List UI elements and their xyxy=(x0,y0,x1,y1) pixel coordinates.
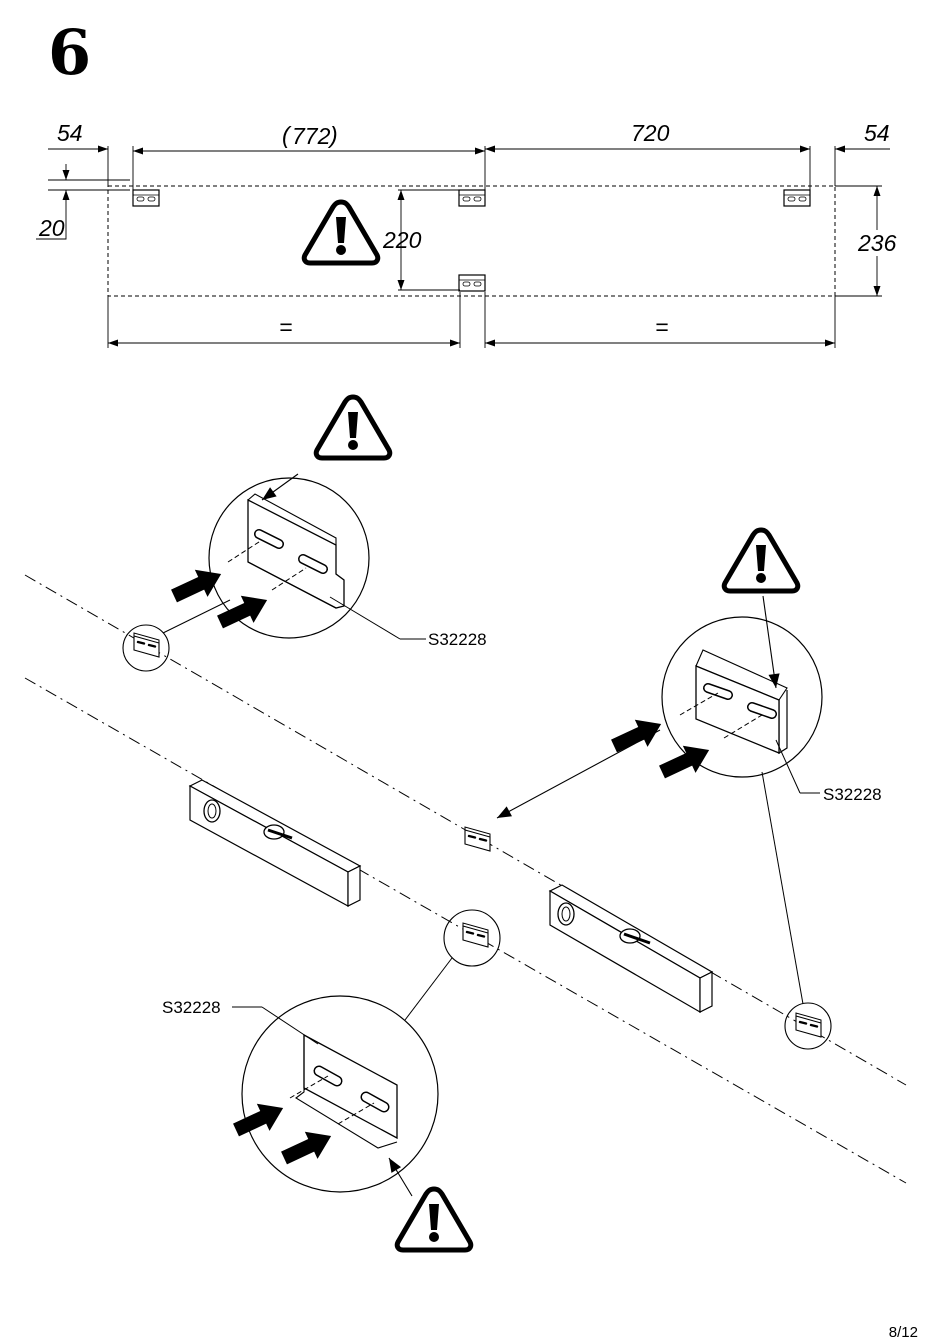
zoom-circle-small xyxy=(443,909,501,967)
dim-span-right: 720 xyxy=(631,120,670,146)
warning-icon xyxy=(724,530,798,591)
step-number: 6 xyxy=(48,16,92,89)
spirit-level-icon xyxy=(188,779,362,908)
page-number: 8/12 xyxy=(888,1324,918,1341)
part-label-lower-left: S32228 xyxy=(162,998,221,1017)
wall-bracket-icon xyxy=(463,825,492,853)
spirit-level-icon xyxy=(548,884,714,1014)
wall-bracket-icon xyxy=(794,1011,823,1039)
wall-bracket-icon xyxy=(458,274,486,292)
wall-bracket-icon xyxy=(458,189,486,207)
zoom-circle-small xyxy=(122,624,170,672)
part-label-right: S32228 xyxy=(823,785,882,804)
dim-right-margin: 54 xyxy=(864,120,890,146)
push-arrow-icon xyxy=(607,710,668,760)
dim-center-drop: 220 xyxy=(382,227,422,253)
zoom-circle-small xyxy=(784,1002,832,1050)
dim-span-left: 772 xyxy=(292,123,331,149)
dim-equal-left: = xyxy=(279,314,292,340)
wall-bracket-icon xyxy=(461,921,490,949)
warning-icon xyxy=(316,397,390,458)
dimension-drawing: 54 ( 772 ) 720 54 20 220 236 xyxy=(36,120,897,348)
wall-bracket-icon xyxy=(695,649,788,755)
dim-span-left-paren-open: ( xyxy=(282,122,292,148)
wall-bracket-icon xyxy=(247,493,345,609)
dim-span-left-paren-close: ) xyxy=(327,122,338,148)
warning-icon xyxy=(304,202,378,263)
warning-icon xyxy=(397,1189,471,1250)
wall-bracket-icon xyxy=(132,189,160,207)
isometric-view: S32228 S32228 xyxy=(24,397,907,1250)
wall-bracket-icon xyxy=(783,189,811,207)
wall-bracket-icon xyxy=(132,631,161,659)
dim-equal-right: = xyxy=(655,314,668,340)
part-label-upper-left: S32228 xyxy=(428,630,487,649)
dim-top-offset: 20 xyxy=(38,215,65,241)
dim-panel-height: 236 xyxy=(857,230,897,256)
dim-left-margin: 54 xyxy=(57,120,83,146)
